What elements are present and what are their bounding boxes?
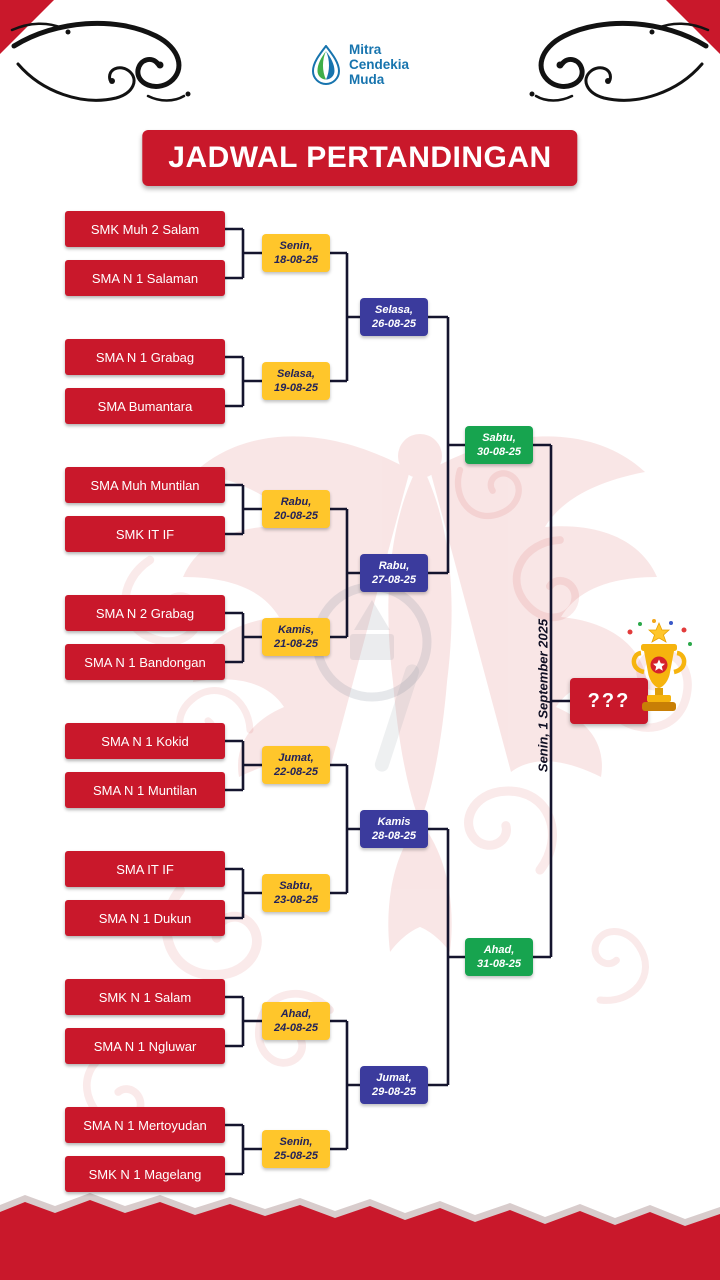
day-label: Selasa, bbox=[375, 303, 413, 316]
bracket-lines bbox=[225, 227, 570, 1176]
logo-drop-icon bbox=[311, 44, 340, 85]
team-box-sma-n-1-dukun: SMA N 1 Dukun bbox=[65, 900, 225, 936]
day-label: Sabtu, bbox=[279, 879, 313, 892]
date-label: 23-08-25 bbox=[273, 894, 319, 906]
date-label: 29-08-25 bbox=[371, 1086, 417, 1098]
team-box-smk-muh-2-salam: SMK Muh 2 Salam bbox=[65, 211, 225, 247]
day-label: Rabu, bbox=[280, 495, 312, 508]
trophy-icon bbox=[627, 619, 692, 711]
org-logo: Mitra Cendekia Muda bbox=[311, 42, 409, 87]
date-label: 22-08-25 bbox=[273, 766, 319, 778]
date-label: 31-08-25 bbox=[476, 958, 522, 970]
torn-paper-edge bbox=[0, 1193, 720, 1280]
day-label: Jumat, bbox=[376, 1071, 412, 1084]
day-label: Ahad, bbox=[280, 1007, 312, 1020]
team-box-sma-n-1-muntilan: SMA N 1 Muntilan bbox=[65, 772, 225, 808]
flourish-right-icon bbox=[529, 20, 710, 102]
date-label: 19-08-25 bbox=[273, 382, 319, 394]
round1-date-5: Jumat, 22-08-25 bbox=[262, 746, 330, 784]
date-label: 25-08-25 bbox=[273, 1150, 319, 1162]
round1-date-1: Senin, 18-08-25 bbox=[262, 234, 330, 272]
round1-date-7: Ahad, 24-08-25 bbox=[262, 1002, 330, 1040]
team-box-sma-n-1-bandongan: SMA N 1 Bandongan bbox=[65, 644, 225, 680]
quarterfinal-date-1: Selasa, 26-08-25 bbox=[360, 298, 428, 336]
day-label: Rabu, bbox=[378, 559, 410, 572]
team-box-sma-n-2-grabag: SMA N 2 Grabag bbox=[65, 595, 225, 631]
semifinal-date-1: Sabtu, 30-08-25 bbox=[465, 426, 533, 464]
team-box-sma-n-1-salaman: SMA N 1 Salaman bbox=[65, 260, 225, 296]
date-label: 20-08-25 bbox=[273, 510, 319, 522]
team-box-sma-n-1-mertoyudan: SMA N 1 Mertoyudan bbox=[65, 1107, 225, 1143]
final-date-label: Senin, 1 September 2025 bbox=[535, 618, 551, 773]
date-label: 28-08-25 bbox=[371, 830, 417, 842]
day-label: Selasa, bbox=[277, 367, 315, 380]
logo-line3: Muda bbox=[348, 72, 385, 88]
team-box-smk-it-if: SMK IT IF bbox=[65, 516, 225, 552]
quarterfinal-date-2: Rabu, 27-08-25 bbox=[360, 554, 428, 592]
team-box-sma-n-1-kokid: SMA N 1 Kokid bbox=[65, 723, 225, 759]
round1-date-2: Selasa, 19-08-25 bbox=[262, 362, 330, 400]
quarterfinal-date-4: Jumat, 29-08-25 bbox=[360, 1066, 428, 1104]
final-winner-box: ??? bbox=[570, 678, 648, 724]
date-label: 24-08-25 bbox=[273, 1022, 319, 1034]
day-label: Senin, bbox=[279, 239, 313, 252]
round1-date-8: Senin, 25-08-25 bbox=[262, 1130, 330, 1168]
round1-date-3: Rabu, 20-08-25 bbox=[262, 490, 330, 528]
team-box-sma-bumantara: SMA Bumantara bbox=[65, 388, 225, 424]
day-label: Sabtu, bbox=[482, 431, 516, 444]
day-label: Kamis bbox=[377, 815, 411, 828]
semifinal-date-2: Ahad, 31-08-25 bbox=[465, 938, 533, 976]
page-title: JADWAL PERTANDINGAN bbox=[142, 130, 578, 186]
date-label: 27-08-25 bbox=[371, 574, 417, 586]
day-label: Jumat, bbox=[278, 751, 314, 764]
logo-line1: Mitra bbox=[348, 42, 382, 57]
date-label: 30-08-25 bbox=[476, 446, 522, 458]
day-label: Ahad, bbox=[483, 943, 515, 956]
day-label: Kamis, bbox=[277, 623, 315, 636]
team-box-sma-muh-muntilan: SMA Muh Muntilan bbox=[65, 467, 225, 503]
team-box-smk-n-1-magelang: SMK N 1 Magelang bbox=[65, 1156, 225, 1192]
date-label: 21-08-25 bbox=[273, 638, 319, 650]
team-box-smk-n-1-salam: SMK N 1 Salam bbox=[65, 979, 225, 1015]
date-label: 18-08-25 bbox=[273, 254, 319, 266]
flourish-left-icon bbox=[10, 20, 191, 102]
team-box-sma-n-1-grabag: SMA N 1 Grabag bbox=[65, 339, 225, 375]
day-label: Senin, bbox=[279, 1135, 313, 1148]
team-box-sma-it-if: SMA IT IF bbox=[65, 851, 225, 887]
round1-date-6: Sabtu, 23-08-25 bbox=[262, 874, 330, 912]
logo-line2: Cendekia bbox=[348, 57, 410, 73]
team-box-sma-n-1-ngluwar: SMA N 1 Ngluwar bbox=[65, 1028, 225, 1064]
logo-text: Mitra Cendekia Muda bbox=[349, 42, 409, 87]
round1-date-4: Kamis, 21-08-25 bbox=[262, 618, 330, 656]
date-label: 26-08-25 bbox=[371, 318, 417, 330]
quarterfinal-date-3: Kamis 28-08-25 bbox=[360, 810, 428, 848]
garuda-watermark bbox=[183, 434, 657, 952]
